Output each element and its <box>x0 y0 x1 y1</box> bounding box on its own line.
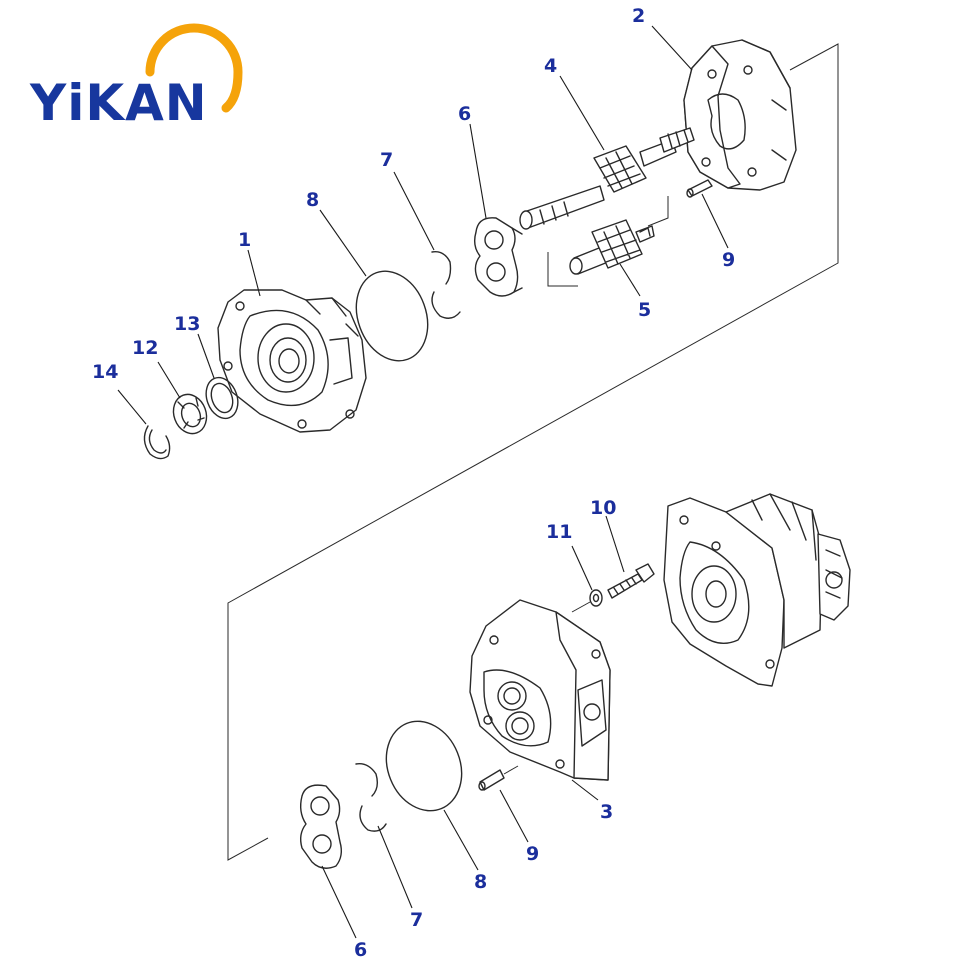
leader-lines <box>117 25 729 939</box>
callout-labels: 2 4 6 7 8 1 9 5 13 12 14 10 11 3 9 8 7 6 <box>92 5 735 960</box>
callout-8: 8 <box>474 871 487 893</box>
logo-text: YiKAN <box>29 74 208 132</box>
part-9-pin-top <box>686 179 713 198</box>
callout-6: 6 <box>354 939 367 960</box>
callout-5: 5 <box>638 299 651 321</box>
part-11-washer <box>571 589 603 613</box>
part-6-bushing-plate-top <box>473 217 523 297</box>
part-14-snap-ring <box>143 425 171 460</box>
callout-2: 2 <box>632 5 645 27</box>
callout-9: 9 <box>722 249 735 271</box>
callout-7: 7 <box>380 149 393 171</box>
part-4-drive-shaft <box>519 127 695 230</box>
part-13-washer <box>205 376 239 420</box>
part-1-front-cover <box>217 289 367 433</box>
callout-13: 13 <box>174 313 200 335</box>
part-6-bushing-plate-bottom <box>299 784 343 869</box>
part-7-backup-rings-top <box>431 251 461 319</box>
callout-11: 11 <box>546 521 572 543</box>
callout-9: 9 <box>526 843 539 865</box>
logo-arc <box>145 23 243 113</box>
part-9-pin-bottom <box>478 765 519 791</box>
part-10-bolt <box>607 563 655 599</box>
callout-8: 8 <box>306 189 319 211</box>
part-2-housing <box>683 39 797 191</box>
callout-3: 3 <box>600 801 613 823</box>
part-5-driven-gear <box>547 196 669 287</box>
callout-10: 10 <box>590 497 616 519</box>
part-7-backup-rings-bottom <box>355 763 387 832</box>
callout-7: 7 <box>410 909 423 931</box>
callout-1: 1 <box>238 229 251 251</box>
callout-4: 4 <box>544 55 557 77</box>
assembled-pump-reference <box>663 493 851 687</box>
part-3-gear-housing <box>469 599 611 781</box>
yikan-logo: YiKAN <box>29 23 243 132</box>
callout-6: 6 <box>458 103 471 125</box>
part-12-seal <box>172 393 208 435</box>
part-8-gasket-bottom <box>385 720 463 812</box>
part-8-gasket-top <box>355 270 429 362</box>
callout-14: 14 <box>92 361 118 383</box>
assembly-frame <box>227 43 839 861</box>
callout-12: 12 <box>132 337 158 359</box>
